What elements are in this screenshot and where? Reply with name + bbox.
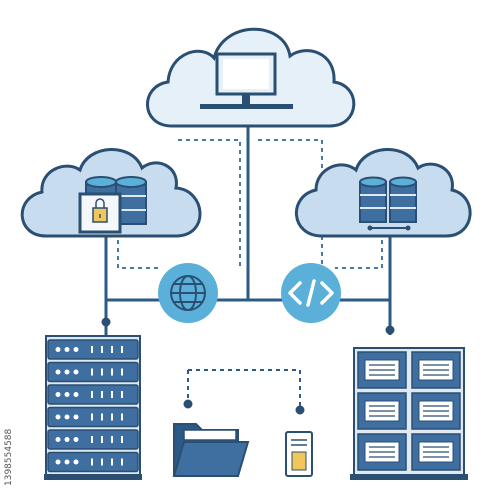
junction-dot-document [295, 405, 305, 415]
dash-right-to-code [335, 240, 383, 269]
top-cloud [146, 27, 356, 128]
dash-top-right [258, 139, 323, 270]
globe-node [158, 263, 218, 323]
status-light [55, 347, 61, 352]
cabinet-drawer [357, 351, 407, 389]
junctions [101, 317, 395, 415]
code-icon [288, 279, 334, 307]
status-light [64, 369, 70, 375]
database-icon [359, 176, 417, 231]
status-light [55, 369, 61, 375]
status-light [55, 459, 61, 465]
server-unit [47, 384, 139, 405]
server-unit [47, 451, 139, 473]
status-light [55, 414, 61, 420]
dash-folder-to-document [188, 369, 301, 410]
status-light [55, 437, 61, 442]
junction-dot-right [385, 325, 395, 335]
cabinet-drawer [357, 392, 407, 430]
cabinet-drawer [411, 433, 461, 471]
document-icon [285, 431, 313, 477]
server-unit [47, 406, 139, 428]
code-node [281, 263, 341, 323]
storage-cabinet-base [350, 474, 468, 480]
status-light [73, 369, 79, 375]
status-light [73, 414, 79, 420]
dashed-connectors [117, 139, 383, 270]
storage-cabinet [350, 347, 468, 480]
status-light [55, 392, 61, 397]
cabinet-drawer [357, 433, 407, 471]
document [285, 431, 313, 477]
status-light [73, 437, 79, 442]
watermark: 1398554588 [2, 386, 14, 486]
status-light [73, 392, 79, 397]
junction-dot-left [101, 317, 111, 327]
left-cloud [20, 148, 202, 238]
server-rack [44, 335, 142, 480]
server-unit [47, 339, 139, 360]
solid-connectors [104, 126, 392, 335]
cabinet-drawer [411, 351, 461, 389]
dash-left-to-globe [117, 240, 160, 269]
status-light [64, 392, 70, 397]
watermark-text: 1398554588 [4, 428, 14, 486]
status-light [73, 347, 79, 352]
globe-icon [170, 275, 206, 311]
monitor-icon [200, 52, 293, 109]
server-unit [47, 429, 139, 450]
right-cloud [294, 148, 472, 238]
junction-dot-folder [183, 399, 193, 409]
database-lock-icon [78, 176, 147, 234]
folder [172, 369, 301, 477]
status-light [64, 459, 70, 465]
server-rack-base [44, 474, 142, 480]
server-unit [47, 361, 139, 383]
status-light [64, 347, 70, 352]
status-light [64, 437, 70, 442]
folder-icon [172, 423, 250, 477]
cabinet-drawer [411, 392, 461, 430]
status-light [73, 459, 79, 465]
status-light [64, 414, 70, 420]
